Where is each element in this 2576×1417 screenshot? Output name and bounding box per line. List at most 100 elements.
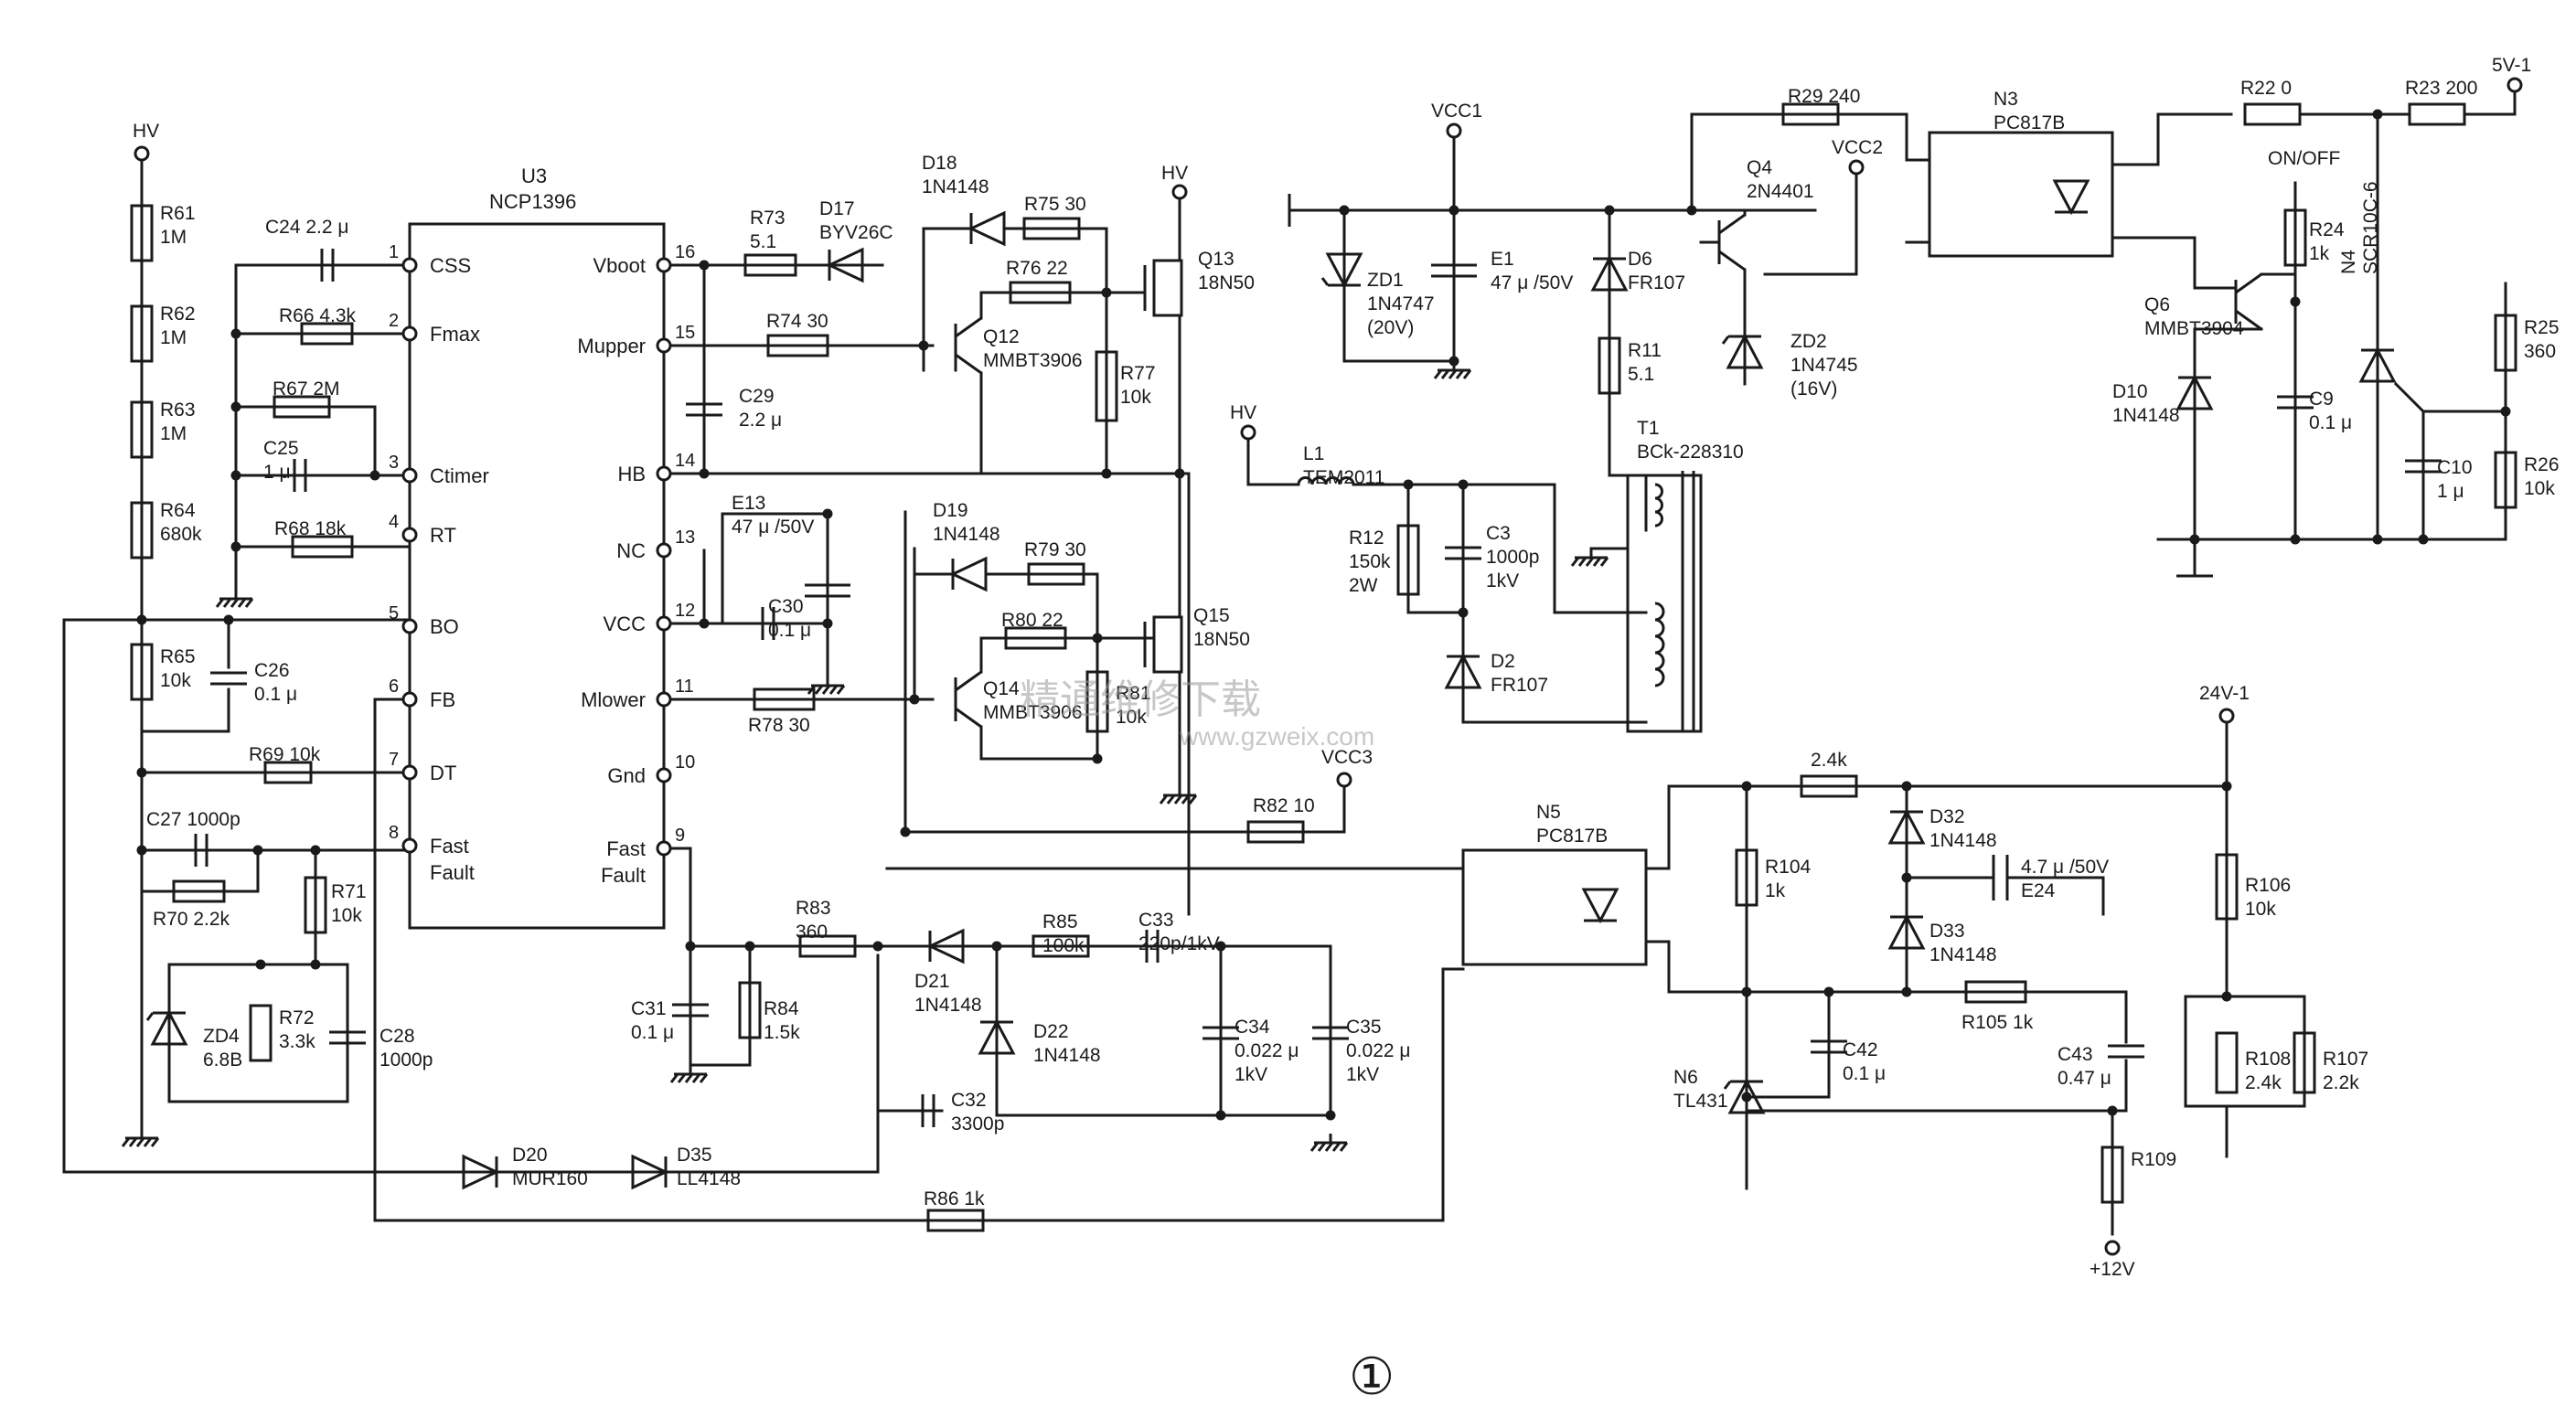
- optocoupler-n3-led: [2052, 179, 2090, 216]
- label-d19: D19: [933, 500, 968, 521]
- label-d2: D2: [1491, 651, 1515, 672]
- label-c33: 220p/1kV: [1138, 933, 1220, 954]
- label-c28: C28: [379, 1026, 415, 1047]
- label-zd1: 1N4747: [1367, 293, 1435, 314]
- label-r22: R22 0: [2240, 78, 2292, 99]
- resistor-r66: [300, 322, 354, 346]
- ground-hatch: [699, 1073, 709, 1083]
- transformer-t1-winding: [1654, 634, 1665, 655]
- diode-d17: [826, 247, 864, 283]
- label-r64: R64: [160, 500, 196, 521]
- resistor-r22: [2243, 102, 2302, 126]
- label-r66: R66 4.3k: [279, 305, 357, 326]
- label-r24: R24: [2309, 219, 2345, 240]
- label-q12: MMBT3906: [983, 350, 1083, 371]
- label-zd4: ZD4: [203, 1026, 240, 1047]
- ic-pin-name: Mlower: [581, 688, 646, 711]
- label-c28: 1000p: [379, 1049, 433, 1071]
- label-r73: 5.1: [750, 231, 776, 252]
- junction-dot: [1686, 205, 1697, 216]
- label-c35: 0.022 μ: [1346, 1040, 1411, 1061]
- ic-pin-name: CSS: [430, 254, 471, 277]
- ground-hatch: [684, 1073, 694, 1083]
- resistor-r26: [2494, 451, 2517, 509]
- label-n4: SCR10C-6: [2360, 181, 2381, 274]
- wire: [979, 291, 1108, 320]
- resistor-r62: [130, 304, 154, 363]
- label-r84: 1.5k: [764, 1022, 800, 1043]
- vcc1-terminal: [1446, 123, 1462, 139]
- ic-pin-name: HB: [617, 463, 646, 485]
- ic-pin-name: BO: [430, 615, 459, 638]
- ground-hatch: [1324, 1142, 1334, 1152]
- ic-pin: [401, 325, 418, 342]
- diode-d32: [1887, 808, 1926, 845]
- junction-dot: [1741, 1092, 1752, 1103]
- label-r12: 2W: [1349, 575, 1378, 596]
- ic-pin-name: Ctimer: [430, 464, 489, 487]
- diode-d19: [949, 556, 988, 592]
- ic-pin-number: 4: [389, 512, 399, 532]
- wire: [373, 698, 1465, 1222]
- ic-pin-number: 14: [675, 451, 695, 471]
- diode-d20: [462, 1154, 500, 1190]
- mosfet-q13: [1152, 259, 1183, 317]
- components: [121, 77, 2523, 1256]
- diode-d18: [967, 210, 1006, 247]
- wire: [2463, 90, 2517, 116]
- resistor-r81: [1085, 670, 1109, 733]
- label-d21: D21: [914, 971, 950, 992]
- junction-dot: [1092, 753, 1103, 764]
- label-r105: R105 1k: [1961, 1012, 2034, 1033]
- ground-hatch: [121, 1137, 131, 1147]
- label-r75: R75 30: [1024, 194, 1086, 215]
- resistor-r72: [249, 1004, 273, 1062]
- label-q13: Q13: [1198, 249, 1235, 270]
- label-r62: R62: [160, 304, 196, 325]
- transformer-t1-winding: [1654, 667, 1665, 687]
- label-d18: D18: [922, 153, 957, 174]
- label-d20: MUR160: [512, 1168, 588, 1189]
- wire: [1644, 784, 2229, 870]
- label-c43: 0.47 μ: [2058, 1068, 2111, 1089]
- transformer-t1-frame: [1626, 474, 1703, 733]
- net-label-v24: 24V-1: [2199, 683, 2250, 704]
- label-d35: LL4148: [677, 1168, 741, 1189]
- label-c30: C30: [768, 596, 804, 617]
- resistor-r25: [2494, 314, 2517, 372]
- 12v-terminal: [2104, 1240, 2121, 1256]
- resistor-r105: [1964, 980, 2027, 1004]
- label-r106: R106: [2245, 875, 2291, 896]
- optocoupler-n5-led: [1581, 888, 1619, 924]
- ground-hatch: [1317, 1142, 1327, 1152]
- net-label-vcc2: VCC2: [1832, 137, 1883, 158]
- resistor-r78: [753, 687, 816, 711]
- junction-dot: [1458, 607, 1469, 618]
- label-d10: 1N4148: [2112, 405, 2180, 426]
- resistor-r63: [130, 400, 154, 459]
- net-label-hv: HV: [133, 121, 159, 142]
- ground-hatch: [1592, 557, 1602, 567]
- label-d22: 1N4148: [1033, 1045, 1101, 1066]
- label-r69: R69 10k: [249, 744, 321, 765]
- zener-diode-zd4: [150, 1009, 188, 1046]
- wire: [140, 848, 260, 893]
- resistor-r82: [1246, 820, 1305, 844]
- wire: [1004, 227, 1108, 294]
- ground-hatch: [836, 685, 846, 695]
- ground-hatch: [150, 1137, 160, 1147]
- ic-pin-name: FB: [430, 688, 455, 711]
- label-c26: C26: [254, 660, 290, 681]
- ic-pin: [401, 764, 418, 781]
- ic-pin-number: 9: [675, 826, 685, 846]
- hv-terminal-l1: [1240, 424, 1256, 441]
- zener-diode-zd1-zener-tip: [1320, 277, 1330, 286]
- 5v-terminal: [2507, 77, 2523, 93]
- label-r76: R76 22: [1006, 258, 1068, 279]
- junction-dot: [1604, 205, 1615, 216]
- wire: [62, 618, 880, 1174]
- label-r109: R109: [2131, 1149, 2176, 1170]
- label-c31: 0.1 μ: [631, 1022, 674, 1043]
- ic-u3-body: [408, 222, 666, 930]
- label-c25: 1 μ: [263, 462, 291, 483]
